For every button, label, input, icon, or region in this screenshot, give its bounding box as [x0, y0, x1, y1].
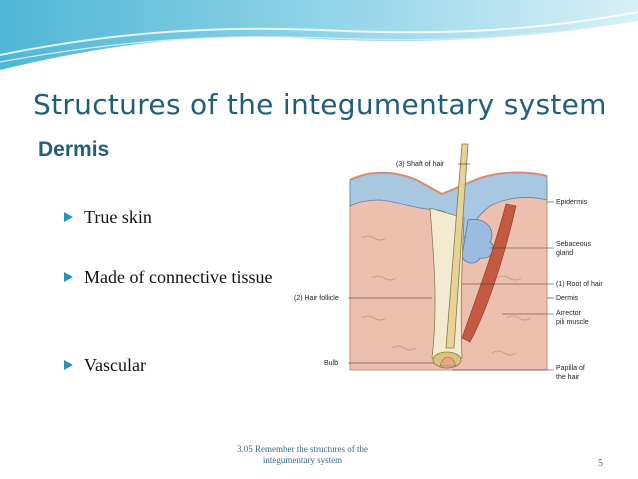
slide-subtitle: Dermis — [38, 138, 110, 161]
page-number: 5 — [598, 458, 603, 469]
skin-diagram: (3) Shaft of hair Epidermis Sebaceous gl… — [292, 138, 606, 400]
label-follicle: (2) Hair follicle — [294, 295, 339, 302]
label-arrector: Arrector — [556, 310, 582, 317]
bullet-item: Vascular — [62, 354, 146, 377]
label-root: (1) Root of hair — [556, 281, 603, 288]
bullet-text: True skin — [84, 207, 152, 227]
bullet-arrow-icon — [64, 360, 73, 370]
label-papilla-2: the hair — [556, 374, 580, 381]
footer-text: 3.05 Remember the structures of the inte… — [210, 444, 395, 466]
header-wave-decoration — [0, 0, 638, 70]
label-sebaceous-2: gland — [556, 250, 573, 257]
label-sebaceous: Sebaceous — [556, 241, 592, 248]
label-dermis: Dermis — [556, 295, 579, 302]
label-arrector-2: pili muscle — [556, 319, 589, 326]
bullet-arrow-icon — [64, 272, 73, 282]
slide-title: Structures of the integumentary system — [33, 88, 607, 121]
bullet-arrow-icon — [64, 212, 73, 222]
bullet-item: Made of connective tissue — [62, 266, 272, 289]
label-papilla: Papilla of — [556, 365, 585, 372]
label-shaft: (3) Shaft of hair — [396, 161, 445, 168]
bullet-text: Vascular — [84, 355, 146, 375]
label-bulb: Bulb — [324, 360, 338, 367]
label-epidermis: Epidermis — [556, 199, 588, 206]
bullet-item: True skin — [62, 206, 152, 229]
footer-line-2: integumentary system — [262, 455, 343, 465]
footer-line-1: 3.05 Remember the structures of the — [237, 444, 368, 454]
bullet-text: Made of connective tissue — [84, 267, 273, 287]
